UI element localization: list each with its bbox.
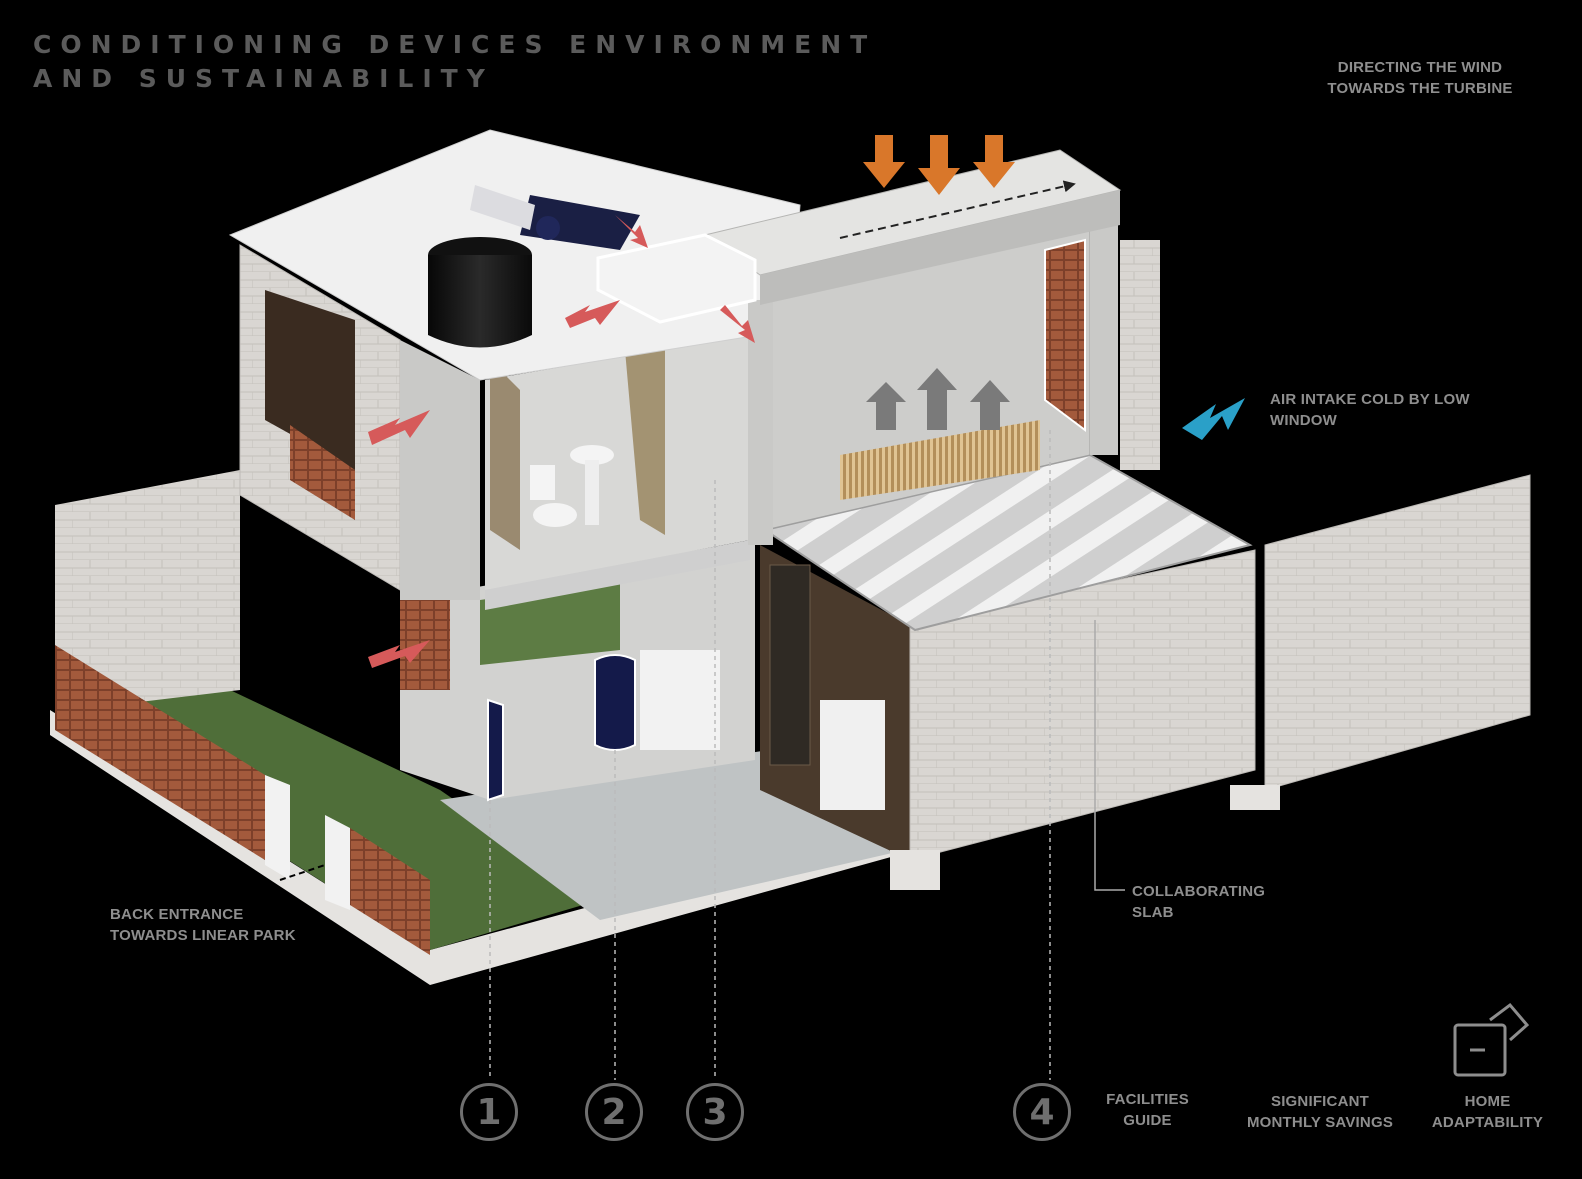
marker-2: 2 (585, 1083, 643, 1141)
legend-home-adaptability: HOME ADAPTABILITY (1420, 1091, 1555, 1133)
title-line-2: AND SUSTAINABILITY (33, 64, 494, 93)
marker-4: 4 (1013, 1083, 1071, 1141)
cool-air-arrow (1182, 398, 1245, 440)
marker-1: 1 (460, 1083, 518, 1141)
wind-direction-label: DIRECTING THE WIND TOWARDS THE TURBINE (1300, 57, 1540, 99)
marker-3: 3 (686, 1083, 744, 1141)
legend-facilities-guide: FACILITIES GUIDE (1085, 1089, 1210, 1131)
title-line-1: CONDITIONING DEVICES ENVIRONMENT (33, 30, 876, 59)
puzzle-icon (1455, 1005, 1527, 1075)
air-intake-label: AIR INTAKE COLD BY LOW WINDOW (1270, 389, 1520, 431)
page-title: CONDITIONING DEVICES ENVIRONMENT AND SUS… (33, 28, 876, 96)
back-entrance-label: BACK ENTRANCE TOWARDS LINEAR PARK (110, 904, 350, 946)
collaborating-slab-label: COLLABORATING SLAB (1132, 881, 1312, 923)
legend-monthly-savings: SIGNIFICANT MONTHLY SAVINGS (1230, 1091, 1410, 1133)
